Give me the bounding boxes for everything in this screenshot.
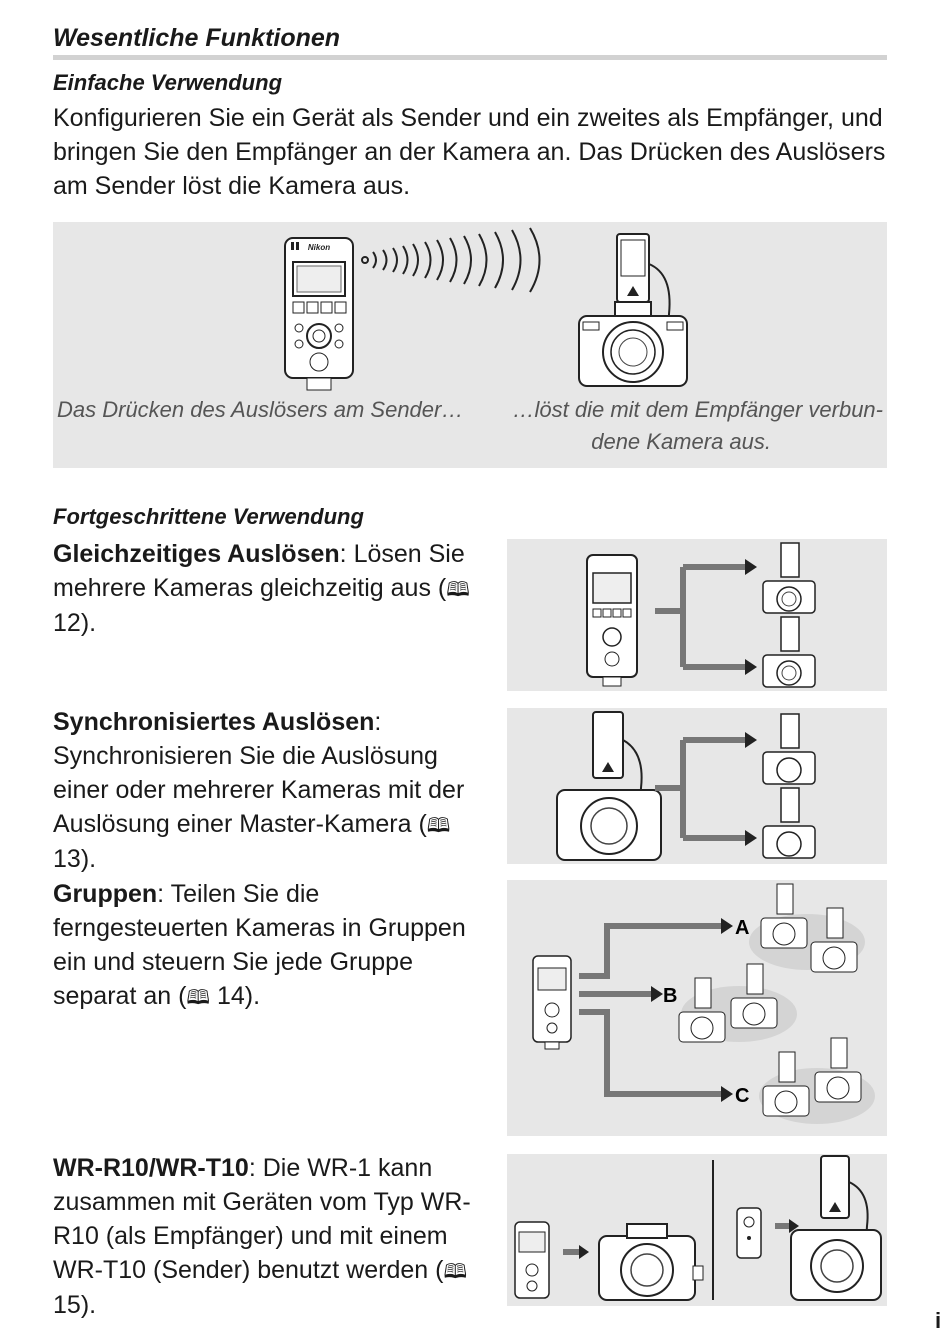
section-title-advanced: Fortgeschrittene Verwendung xyxy=(53,504,364,529)
feature-text: : Lösen Sie mehrere Kameras gleichzeitig… xyxy=(53,540,465,602)
camera-group-b xyxy=(678,963,778,1043)
feature-term: Gleichzeitiges Auslösen xyxy=(53,540,340,568)
feature-term: Gruppen xyxy=(53,880,158,908)
page-number: i xyxy=(935,1308,942,1333)
book-icon: 🕮 xyxy=(443,1259,468,1283)
feature-text: : Teilen Sie die ferngesteuerten Kameras… xyxy=(53,880,466,1010)
feature-text: : Die WR-1 kann zusammen mit Geräten vom… xyxy=(53,1154,471,1284)
camera-group-c xyxy=(762,1037,862,1117)
caption-camera-line2: dene Kamera aus. xyxy=(591,429,771,454)
simple-description: Konfigurieren Sie ein Gerät als Sender u… xyxy=(53,104,886,200)
split-arrows xyxy=(655,564,745,670)
device-brand-label: Nikon xyxy=(308,243,330,252)
camera-group-a xyxy=(760,883,858,973)
illustration-synchronized xyxy=(507,708,887,864)
camera-icon xyxy=(762,542,816,614)
feature-term: Synchronisiertes Auslösen xyxy=(53,708,375,736)
radio-waves-icon xyxy=(361,227,541,293)
page-ref[interactable]: 15 xyxy=(53,1291,81,1319)
camera-with-receiver xyxy=(578,233,688,387)
group-label-b: B xyxy=(663,985,677,1007)
page-ref[interactable]: 13 xyxy=(53,845,81,873)
page-ref[interactable]: 14 xyxy=(216,982,245,1010)
feature-text: : Synchronisieren Sie die Auslösung eine… xyxy=(53,708,465,838)
feature-synchronized-release: Synchronisiertes Auslösen: Synchronisier… xyxy=(53,708,465,873)
book-icon: 🕮 xyxy=(186,985,211,1009)
feature-simultaneous-release: Gleichzeitiges Auslösen: Lösen Sie mehre… xyxy=(53,540,470,637)
transmitter-device xyxy=(514,1221,550,1299)
camera-with-receiver xyxy=(790,1155,882,1301)
transmitter-device xyxy=(284,237,354,391)
camera-with-wr-r10 xyxy=(598,1223,704,1301)
feature-groups: Gruppen: Teilen Sie die ferngesteuerten … xyxy=(53,880,466,1010)
camera-icon xyxy=(762,787,816,859)
illustration-simultaneous xyxy=(507,539,887,691)
transmitter-device xyxy=(586,554,638,687)
transmitter-device xyxy=(532,955,572,1050)
book-icon: 🕮 xyxy=(426,813,451,837)
camera-icon xyxy=(762,713,816,785)
caption-transmitter: Das Drücken des Auslösers am Sender… xyxy=(57,397,464,422)
caption-camera-line1: …löst die mit dem Empfänger verbun- xyxy=(512,397,884,422)
wr-t10-remote-icon xyxy=(736,1207,762,1259)
section-title-simple: Einfache Verwendung xyxy=(53,70,283,95)
book-icon: 🕮 xyxy=(446,577,470,601)
illustration-groups: A B C xyxy=(507,880,887,1136)
feature-wr-r10-wr-t10: WR-R10/WR-T10: Die WR-1 kann zusammen mi… xyxy=(53,1154,471,1319)
illustration-wr-devices xyxy=(507,1154,887,1306)
page-ref[interactable]: 12 xyxy=(53,609,81,637)
camera-icon xyxy=(762,616,816,688)
feature-term: WR-R10/WR-T10 xyxy=(53,1154,249,1182)
simple-illustration-panel: Nikon xyxy=(53,222,887,468)
group-label-a: A xyxy=(735,917,749,939)
page-heading: Wesentliche Funktionen xyxy=(53,24,887,60)
group-label-c: C xyxy=(735,1085,749,1107)
simple-illustration: Nikon xyxy=(284,227,688,391)
master-camera-icon xyxy=(556,711,662,861)
